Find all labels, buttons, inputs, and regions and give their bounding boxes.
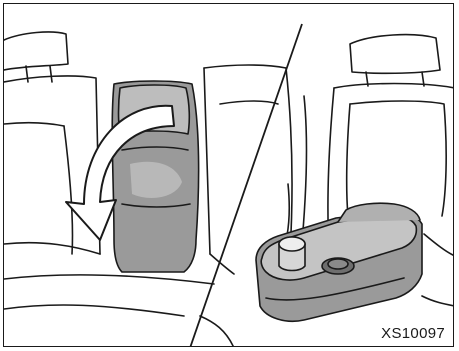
figure-frame: XS10097	[3, 3, 454, 347]
figure-code-label: XS10097	[379, 325, 447, 343]
armrest-cupholder-icon	[200, 35, 454, 347]
armrest-folding-down-icon	[4, 32, 292, 316]
armrest-illustration	[4, 4, 454, 347]
